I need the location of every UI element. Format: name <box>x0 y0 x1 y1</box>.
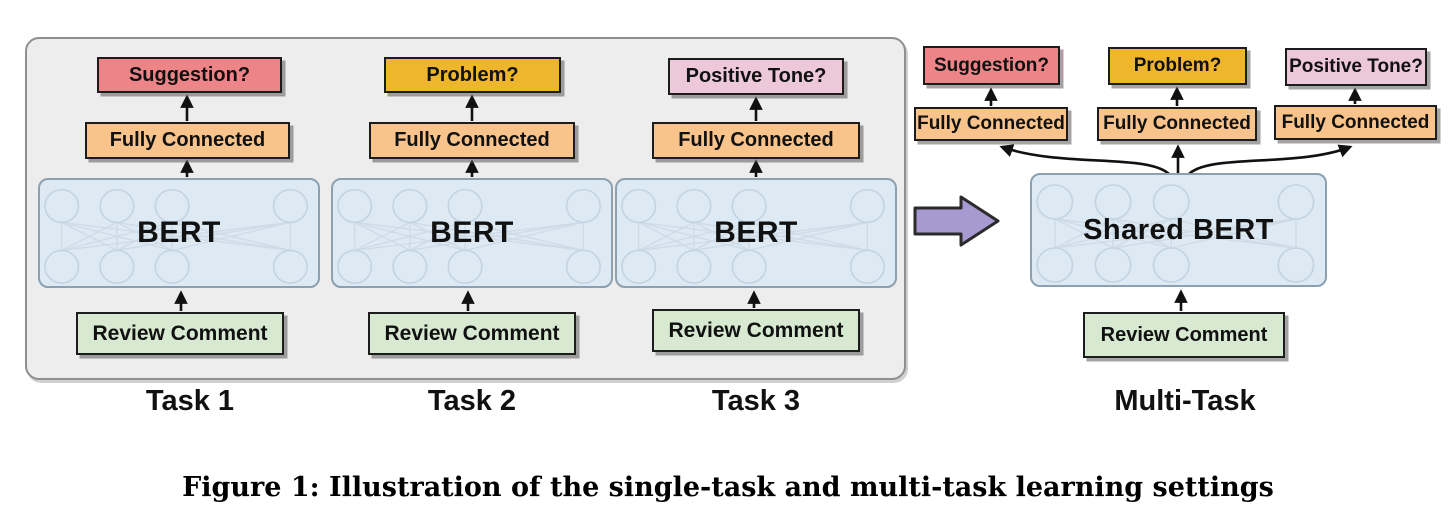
task3-output-box: Positive Tone? <box>668 58 844 95</box>
single-to-multi-arrow-icon <box>913 195 1000 247</box>
figure-caption: Figure 1: Illustration of the single-tas… <box>182 472 1274 503</box>
multitask-output-problem-box: Problem? <box>1108 47 1247 85</box>
multitask-fully-connected-box-1: Fully Connected <box>914 107 1068 141</box>
shared-bert-box: Shared BERT <box>1030 173 1327 287</box>
task1-output-box: Suggestion? <box>97 57 282 93</box>
task1-input-box: Review Comment <box>76 312 284 355</box>
task1-label: Task 1 <box>145 385 235 417</box>
multitask-input-box: Review Comment <box>1083 312 1285 358</box>
task2-output-box: Problem? <box>384 57 561 93</box>
task3-input-box: Review Comment <box>652 309 860 352</box>
task2-label: Task 2 <box>427 385 517 417</box>
task3-label: Task 3 <box>711 385 801 417</box>
task2-fully-connected-box: Fully Connected <box>369 122 575 159</box>
multitask-fully-connected-box-2: Fully Connected <box>1097 107 1257 141</box>
task1-bert-label: BERT <box>137 216 221 249</box>
task2-bert-label: BERT <box>430 216 514 249</box>
task2-input-box: Review Comment <box>368 312 576 355</box>
multitask-label: Multi-Task <box>1114 385 1256 417</box>
task1-bert-box: BERT <box>38 178 320 288</box>
task3-bert-label: BERT <box>714 216 798 249</box>
task1-fully-connected-box: Fully Connected <box>85 122 290 159</box>
task2-bert-box: BERT <box>331 178 613 288</box>
shared-bert-label: Shared BERT <box>1083 213 1274 246</box>
multitask-output-positive-tone-box: Positive Tone? <box>1285 48 1427 86</box>
task3-fully-connected-box: Fully Connected <box>652 122 860 159</box>
multitask-output-suggestion-box: Suggestion? <box>923 46 1060 85</box>
multitask-fully-connected-box-3: Fully Connected <box>1274 105 1437 140</box>
task3-bert-box: BERT <box>615 178 897 288</box>
